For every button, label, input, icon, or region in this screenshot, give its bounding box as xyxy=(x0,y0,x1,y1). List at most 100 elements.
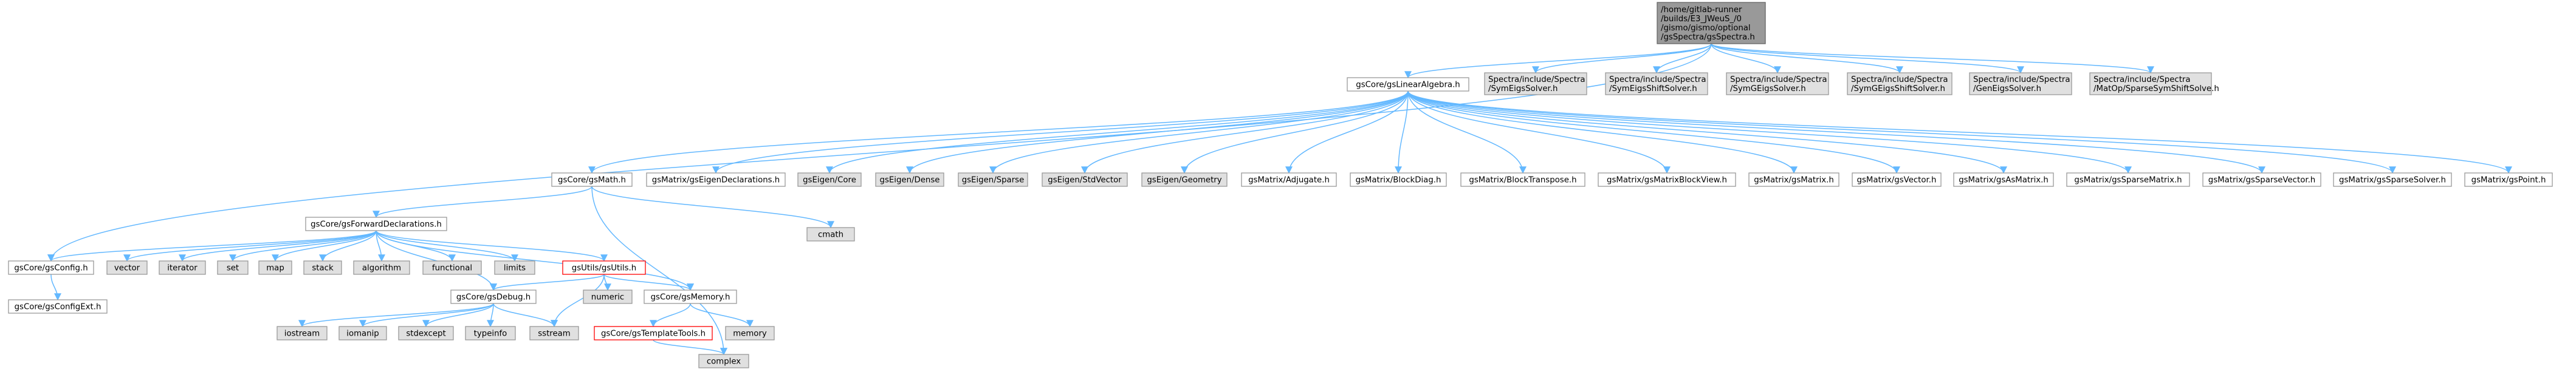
node-label: gsUtils/gsUtils.h xyxy=(572,264,636,273)
node-spectra_symeigs: Spectra/include/Spectra/SymEigsSolver.h xyxy=(1484,72,1587,95)
node-asmatrix[interactable]: gsMatrix/gsAsMatrix.h xyxy=(1953,172,2054,187)
node-label: iostream xyxy=(284,330,320,339)
node-box xyxy=(465,326,516,340)
node-label: gsCore/gsMemory.h xyxy=(651,293,730,302)
node-sparsematrix[interactable]: gsMatrix/gsSparseMatrix.h xyxy=(2066,172,2190,187)
node-spectra_matop: Spectra/include/Spectra/MatOp/SparseSymS… xyxy=(2089,72,2219,95)
node-numeric: numeric xyxy=(583,289,633,304)
node-sparsevector[interactable]: gsMatrix/gsSparseVector.h xyxy=(2202,172,2321,187)
node-box xyxy=(1241,172,1337,187)
node-algorithm: algorithm xyxy=(353,260,410,275)
node-label: gsMatrix/BlockDiag.h xyxy=(1356,176,1441,185)
node-fwddecl[interactable]: gsCore/gsForwardDeclarations.h xyxy=(305,217,447,231)
node-gsmatrix[interactable]: gsMatrix/gsMatrix.h xyxy=(1748,172,1839,187)
node-label: gsEigen/Sparse xyxy=(962,176,1025,185)
node-box xyxy=(276,326,328,340)
node-box xyxy=(1042,172,1128,187)
node-label: gsEigen/StdVector xyxy=(1048,176,1122,185)
node-box xyxy=(698,354,749,368)
edge-root-to-spectra_geneigs xyxy=(1711,43,2024,74)
edge-fwddecl-to-gsmemory xyxy=(376,230,694,291)
node-label: gsMatrix/gsVector.h xyxy=(1857,176,1937,185)
edge-linalg-to-blocktranspose xyxy=(1407,90,1527,174)
node-box xyxy=(8,260,94,275)
node-label: gsMatrix/BlockTranspose.h xyxy=(1469,176,1576,185)
node-adjugate[interactable]: gsMatrix/Adjugate.h xyxy=(1241,172,1337,187)
node-label: complex xyxy=(707,357,741,367)
edge-linalg-to-asmatrix xyxy=(1407,90,2007,174)
node-gsvector[interactable]: gsMatrix/gsVector.h xyxy=(1852,172,1942,187)
node-label: gsCore/gsConfig.h xyxy=(14,264,88,273)
node-box xyxy=(646,172,786,187)
edge-root-to-spectra_matop xyxy=(1711,43,2154,74)
node-label: gsEigen/Geometry xyxy=(1147,176,1221,185)
node-label: /gsSpectra/gsSpectra.h xyxy=(1661,33,1755,42)
node-gsmath[interactable]: gsCore/gsMath.h xyxy=(551,172,633,187)
node-label: /SymGEigsShiftSolver.h xyxy=(1851,84,1945,93)
node-eig_sparse: gsEigen/Sparse xyxy=(958,172,1028,187)
node-label: gsCore/gsMath.h xyxy=(558,176,626,185)
node-label: /SymEigsShiftSolver.h xyxy=(1609,84,1697,93)
node-blockdiag[interactable]: gsMatrix/BlockDiag.h xyxy=(1350,172,1447,187)
node-templatetools[interactable]: gsCore/gsTemplateTools.h xyxy=(594,326,713,340)
node-box xyxy=(1347,77,1469,92)
node-box xyxy=(8,299,108,314)
edge-gsconfig-to-gsconfigext xyxy=(50,274,61,301)
node-label: /SymGEigsSolver.h xyxy=(1730,84,1806,93)
node-label: vector xyxy=(114,264,140,273)
node-blocktranspose[interactable]: gsMatrix/BlockTranspose.h xyxy=(1460,172,1585,187)
edge-gsdebug-to-typeinfo xyxy=(487,303,495,328)
node-label: set xyxy=(227,264,239,273)
edge-gsdebug-to-iostream xyxy=(298,303,494,328)
edge-fwddecl-to-gsutils xyxy=(376,230,608,262)
node-spectra_symgeigs: Spectra/include/Spectra/SymGEigsSolver.h xyxy=(1726,72,1829,95)
node-gspoint[interactable]: gsMatrix/gsPoint.h xyxy=(2464,172,2553,187)
node-iomanip: iomanip xyxy=(338,326,387,340)
node-label: gsMatrix/gsSparseMatrix.h xyxy=(2074,176,2182,185)
node-label: /SymEigsSolver.h xyxy=(1488,84,1558,93)
edge-linalg-to-adjugate xyxy=(1285,90,1409,174)
edge-fwddecl-to-gsdebug xyxy=(376,230,497,291)
node-linalg[interactable]: gsCore/gsLinearAlgebra.h xyxy=(1347,77,1469,92)
node-label: iterator xyxy=(167,264,197,273)
node-label: gsCore/gsTemplateTools.h xyxy=(601,330,706,339)
node-label: map xyxy=(266,264,284,273)
edge-gsutils-to-sstream xyxy=(551,274,605,328)
edge-gsmath-to-complex xyxy=(591,186,727,356)
node-box xyxy=(258,260,292,275)
node-gsconfigext[interactable]: gsCore/gsConfigExt.h xyxy=(8,299,108,314)
node-label: Spectra/include/Spectra xyxy=(1851,75,1948,84)
node-box xyxy=(2464,172,2553,187)
node-sparsesolver[interactable]: gsMatrix/gsSparseSolver.h xyxy=(2333,172,2452,187)
node-gsmemory[interactable]: gsCore/gsMemory.h xyxy=(644,289,737,304)
edge-root-to-gsconfig xyxy=(47,43,1712,262)
node-box xyxy=(353,260,410,275)
node-box xyxy=(875,172,944,187)
node-gsdebug[interactable]: gsCore/gsDebug.h xyxy=(450,289,537,304)
node-box xyxy=(1852,172,1942,187)
node-gsconfig[interactable]: gsCore/gsConfig.h xyxy=(8,260,94,275)
node-cmath: cmath xyxy=(806,227,855,242)
edge-fwddecl-to-stack xyxy=(319,230,377,262)
node-label: /MatOp/SparseSymShiftSolve.h xyxy=(2093,84,2219,93)
edge-gsutils-to-gsmemory xyxy=(603,274,694,291)
node-label: Spectra/include/Spectra xyxy=(1609,75,1706,84)
node-gsutils[interactable]: gsUtils/gsUtils.h xyxy=(562,260,646,275)
node-box xyxy=(450,289,537,304)
node-box xyxy=(594,326,713,340)
node-box xyxy=(1657,2,1766,44)
edge-fwddecl-to-gsconfig xyxy=(47,230,377,262)
node-blockview[interactable]: gsMatrix/gsMatrixBlockView.h xyxy=(1598,172,1736,187)
node-eigendecl[interactable]: gsMatrix/gsEigenDeclarations.h xyxy=(646,172,786,187)
edge-linalg-to-sparsematrix xyxy=(1407,90,2132,174)
node-box xyxy=(1350,172,1447,187)
node-spectra_symgeigsshift: Spectra/include/Spectra/SymGEigsShiftSol… xyxy=(1847,72,1953,95)
edges-layer xyxy=(47,43,2512,356)
node-box xyxy=(1969,72,2072,95)
node-box xyxy=(2066,172,2190,187)
node-root: /home/gitlab-runner/builds/E3_JWeuS_/0/g… xyxy=(1657,2,1766,44)
node-eig_core: gsEigen/Core xyxy=(797,172,862,187)
node-box xyxy=(422,260,482,275)
node-box xyxy=(1847,72,1953,95)
